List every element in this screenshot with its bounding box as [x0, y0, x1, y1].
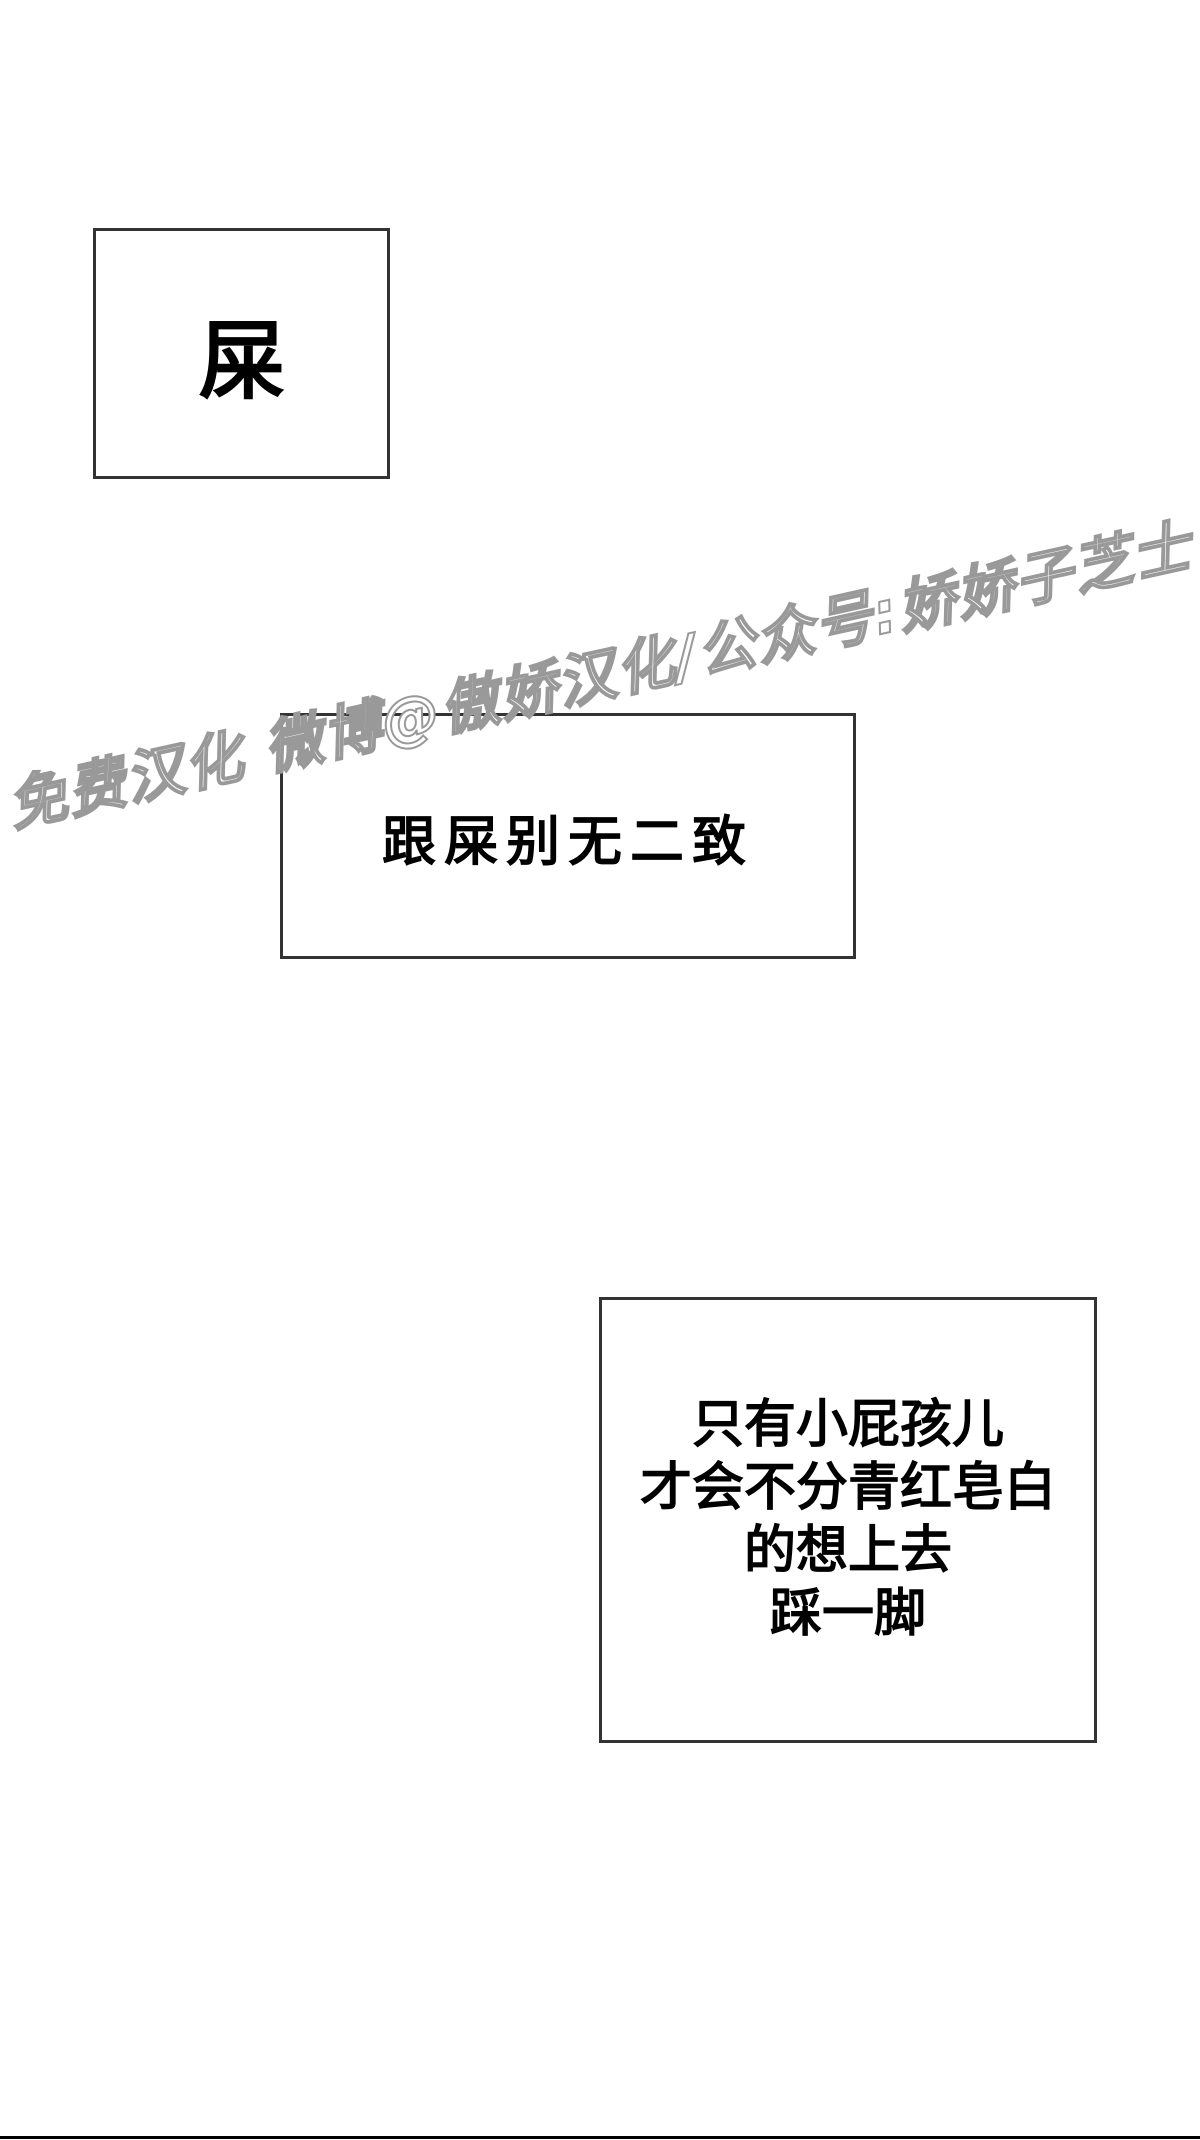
speech-box-1: 屎 [93, 228, 390, 479]
speech-box-2: 跟屎别无二致 [280, 713, 856, 959]
speech-line: 才会不分青红皂白 [639, 1458, 1056, 1518]
speech-line: 只有小屁孩儿 [691, 1395, 1004, 1455]
speech-line: 的想上去 [743, 1521, 952, 1581]
speech-text: 屎 [198, 312, 285, 412]
speech-text: 跟屎别无二致 [382, 809, 754, 873]
speech-box-3: 只有小屁孩儿 才会不分青红皂白 的想上去 踩一脚 [599, 1297, 1097, 1743]
bottom-divider [0, 2136, 1200, 2139]
speech-line: 踩一脚 [769, 1584, 926, 1644]
